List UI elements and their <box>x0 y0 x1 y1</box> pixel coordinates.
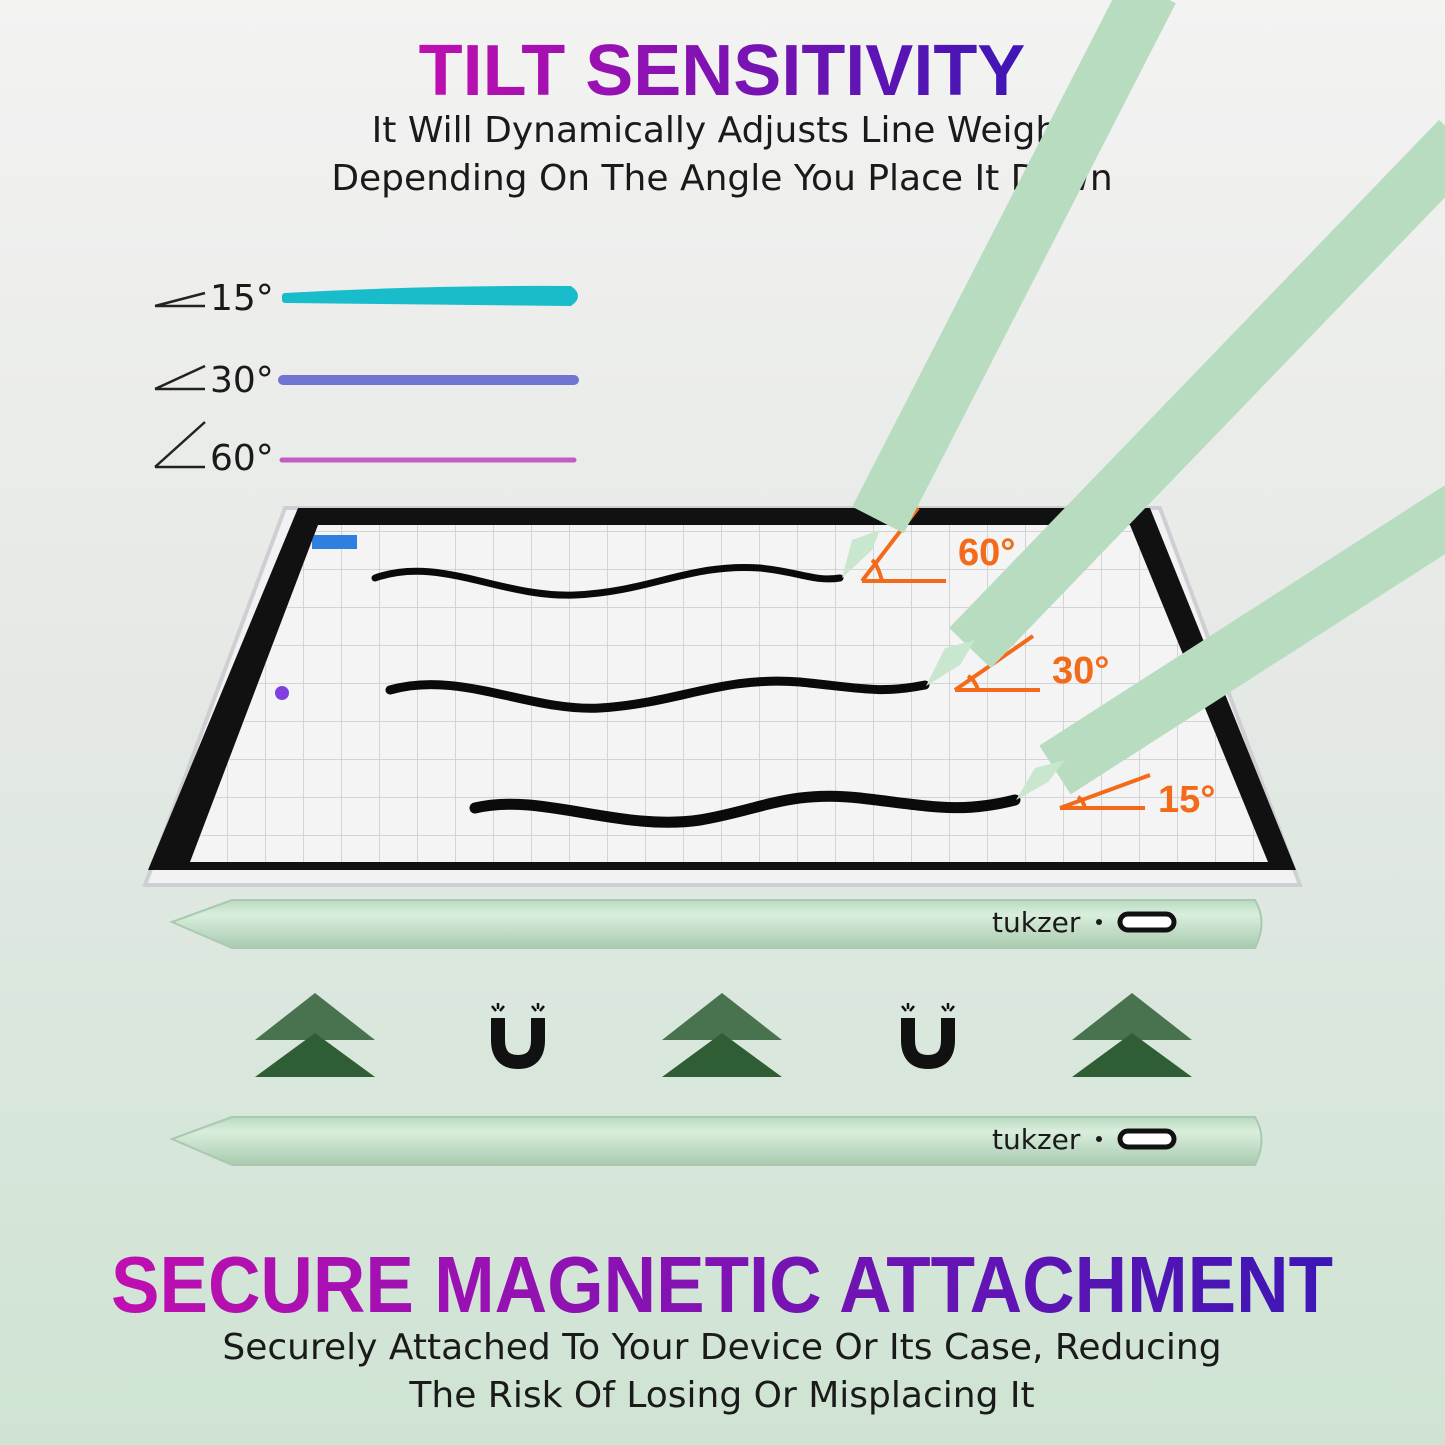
pen-60 <box>852 0 1176 534</box>
bottom-title: SECURE MAGNETIC ATTACHMENT <box>111 1240 1333 1329</box>
tablet-angle-15: 15° <box>1158 779 1215 821</box>
pen-30 <box>949 119 1445 669</box>
angle-15-icon <box>154 291 206 308</box>
legend-label-30: 30° <box>210 360 274 401</box>
usb-c-port-icon <box>1117 1128 1177 1150</box>
stroke-15 <box>282 285 578 306</box>
legend-label-60: 60° <box>210 438 274 479</box>
top-subtitle-line1: It Will Dynamically Adjusts Line Weight <box>372 110 1073 151</box>
legend-label-15: 15° <box>210 278 274 319</box>
tablet-angle-60: 60° <box>958 532 1015 574</box>
bottom-subtitle-line2: The Risk Of Losing Or Misplacing It <box>408 1375 1034 1416</box>
pen-attached: tukzer <box>169 899 1263 949</box>
top-title: TILT SENSITIVITY <box>419 31 1026 111</box>
magnet-icon <box>491 1003 545 1070</box>
pen-brand-1: tukzer <box>992 906 1081 939</box>
tablet-angle-30: 30° <box>1052 650 1109 692</box>
pen-brand-2: tukzer <box>992 1123 1081 1156</box>
tilted-pens <box>842 0 1445 800</box>
angle-60-icon <box>154 421 206 469</box>
top-subtitle-line2: Depending On The Angle You Place It Down <box>331 158 1112 199</box>
pen-detached: tukzer <box>169 1116 1263 1166</box>
angle-30-icon <box>154 364 206 391</box>
pen-15 <box>1039 485 1445 795</box>
angle-legend: 15° 30° 60° <box>154 278 579 479</box>
bottom-subtitle-line1: Securely Attached To Your Device Or Its … <box>222 1327 1221 1368</box>
attraction-indicators <box>255 993 1192 1077</box>
tablet-screen <box>190 525 1268 862</box>
up-arrow-icon <box>662 993 782 1077</box>
usb-c-port-icon <box>1117 911 1177 933</box>
up-arrow-icon <box>255 993 375 1077</box>
magnet-icon <box>901 1003 955 1070</box>
up-arrow-icon <box>1072 993 1192 1077</box>
magnet-icons <box>491 1003 955 1070</box>
